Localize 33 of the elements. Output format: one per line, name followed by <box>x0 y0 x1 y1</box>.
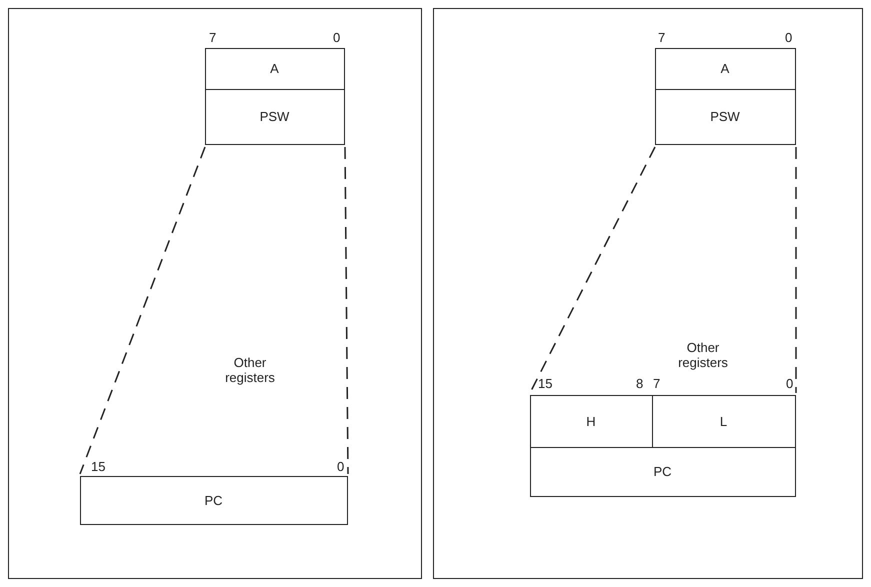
dashed-line <box>344 147 349 474</box>
register-name: L <box>720 414 728 428</box>
register-box <box>654 48 796 90</box>
register-name: PC <box>653 464 672 479</box>
dashed-line <box>795 147 797 393</box>
bit-number: 0 <box>337 459 344 474</box>
panel-box <box>8 8 422 579</box>
register-name: PSW <box>260 109 290 124</box>
bit-number: 0 <box>786 376 794 391</box>
register-group-label: Other registers <box>677 340 729 370</box>
register-name: PSW <box>710 109 740 124</box>
bit-number: 0 <box>333 30 340 45</box>
panel-box <box>433 8 863 579</box>
bit-number: 7 <box>653 376 660 391</box>
register-box <box>204 48 344 90</box>
register-name: PC <box>204 492 223 508</box>
register-box <box>530 394 652 448</box>
register-name: H <box>586 414 596 428</box>
register-box <box>530 446 796 496</box>
register-name: A <box>720 61 730 76</box>
bit-number: 7 <box>658 30 666 45</box>
register-box <box>652 394 796 448</box>
bit-number: 0 <box>785 30 792 45</box>
bit-number: 15 <box>91 459 106 474</box>
register-group-label: Other registers <box>224 355 276 385</box>
bit-number: 8 <box>636 376 644 391</box>
register-box <box>204 88 344 144</box>
register-box <box>80 476 348 524</box>
bit-number: 7 <box>209 30 216 45</box>
register-box <box>654 88 796 144</box>
dashed-line <box>79 146 206 474</box>
bit-number: 15 <box>538 376 552 391</box>
register-name: A <box>270 61 279 76</box>
